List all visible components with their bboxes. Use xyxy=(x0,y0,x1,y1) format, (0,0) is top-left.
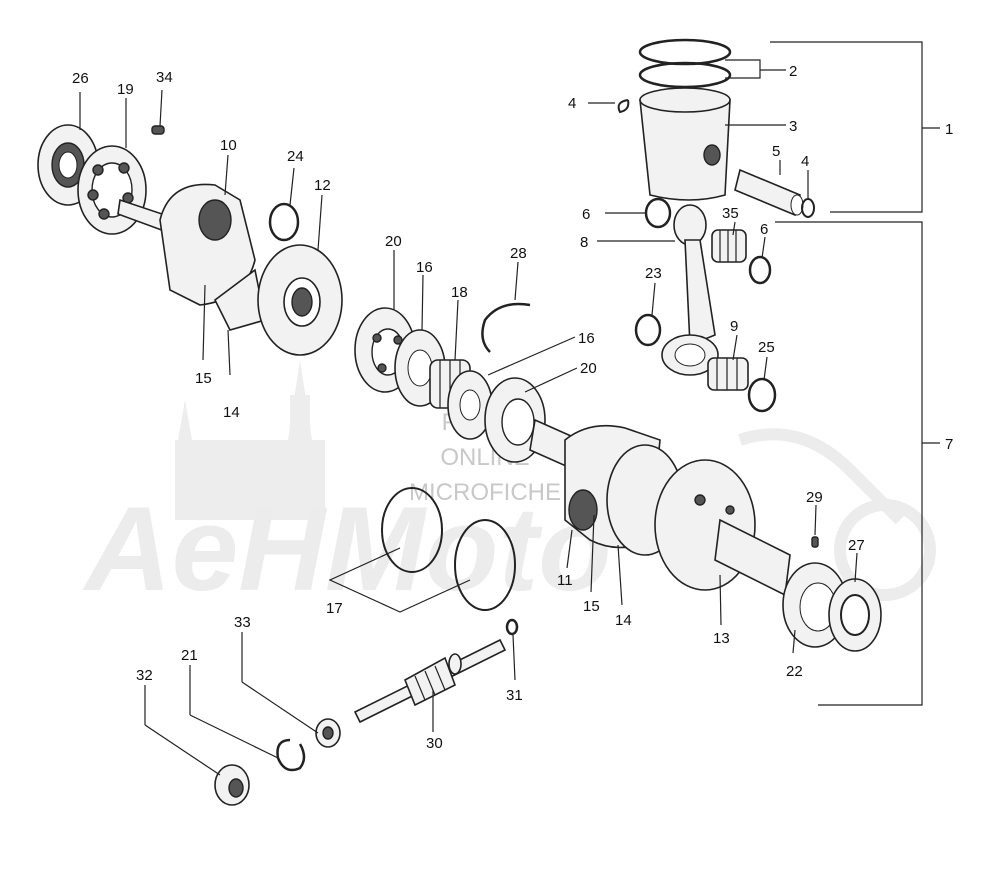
callout-22: 22 xyxy=(786,663,803,680)
part-rings-17 xyxy=(381,487,516,611)
callout-6-left: 6 xyxy=(582,206,590,223)
part-circlip-4-left xyxy=(617,99,630,114)
parts xyxy=(37,38,882,806)
part-oil-seal-right-27 xyxy=(828,578,882,652)
callout-32: 32 xyxy=(136,667,153,684)
callout-4-right: 4 xyxy=(801,153,809,170)
part-piston-3 xyxy=(639,87,731,201)
callout-8: 8 xyxy=(580,234,588,251)
callout-15-left: 15 xyxy=(195,370,212,387)
watermark-logo: AeHMoto xyxy=(82,482,612,616)
callout-17: 17 xyxy=(326,600,343,617)
watermark-line-3: MICROFICHE xyxy=(409,479,561,506)
watermark-motorcycle-silhouette xyxy=(738,428,936,601)
part-bearing-center-right xyxy=(484,377,546,463)
callout-5: 5 xyxy=(772,143,780,160)
callout-10: 10 xyxy=(220,137,237,154)
callout-24: 24 xyxy=(287,148,304,165)
part-washer-31 xyxy=(505,618,519,636)
part-bearing-33 xyxy=(315,718,341,748)
callout-20-right: 20 xyxy=(580,360,597,377)
callout-9: 9 xyxy=(730,318,738,335)
callout-4-left: 4 xyxy=(568,95,576,112)
callout-11: 11 xyxy=(557,572,573,589)
callout-34: 34 xyxy=(156,69,173,86)
callout-14-right: 14 xyxy=(615,612,632,629)
callout-21: 21 xyxy=(181,647,198,664)
part-nut-32 xyxy=(214,764,250,806)
callout-30: 30 xyxy=(426,735,443,752)
callout-31: 31 xyxy=(506,687,523,704)
part-crank-web-left xyxy=(159,183,266,331)
part-piston-pin-5 xyxy=(734,168,804,217)
callout-16-left: 16 xyxy=(416,259,433,276)
part-crank-disc-12 xyxy=(257,244,343,356)
callout-33: 33 xyxy=(234,614,251,631)
callout-20-left: 20 xyxy=(385,233,402,250)
callout-12: 12 xyxy=(314,177,331,194)
callout-25: 25 xyxy=(758,339,775,356)
callout-18: 18 xyxy=(451,284,468,301)
part-shim-24 xyxy=(268,202,300,242)
part-key-29 xyxy=(811,536,819,548)
part-washer-23 xyxy=(634,313,662,347)
callout-35: 35 xyxy=(722,205,739,222)
callout-1: 1 xyxy=(945,121,953,138)
part-key xyxy=(151,125,165,135)
callout-28: 28 xyxy=(510,245,527,262)
callout-23: 23 xyxy=(645,265,662,282)
callout-7: 7 xyxy=(945,436,953,453)
part-crank-web-13 xyxy=(654,459,791,597)
callout-27: 27 xyxy=(848,537,865,554)
callout-6-right: 6 xyxy=(760,221,768,238)
callout-15-right: 15 xyxy=(583,598,600,615)
part-washer-25 xyxy=(747,377,777,413)
callout-19: 19 xyxy=(117,81,134,98)
part-drive-gear-shaft-30 xyxy=(353,638,507,724)
part-circlip-4-right xyxy=(801,198,815,218)
callout-26: 26 xyxy=(72,70,89,87)
callout-16-right: 16 xyxy=(578,330,595,347)
part-washer-6-right xyxy=(748,255,772,285)
part-needle-bearing-35 xyxy=(711,229,747,263)
part-piston-rings-2 xyxy=(638,38,732,89)
part-circlip-28 xyxy=(481,302,531,353)
callout-29: 29 xyxy=(806,489,823,506)
callout-3: 3 xyxy=(789,118,797,135)
part-washer-6-left xyxy=(644,197,672,229)
watermark-church-silhouette xyxy=(175,360,325,520)
callout-2: 2 xyxy=(789,63,797,80)
callout-14-left: 14 xyxy=(223,404,240,421)
part-circlip-21 xyxy=(276,738,306,772)
leader-lines xyxy=(79,41,940,776)
part-needle-bearing-9 xyxy=(707,357,749,391)
part-connecting-rod-8 xyxy=(661,204,719,376)
part-oil-seal-left xyxy=(37,124,99,206)
callout-labels: 26 19 34 10 24 12 15 14 20 16 18 28 16 2… xyxy=(72,63,953,752)
callout-13: 13 xyxy=(713,630,730,647)
